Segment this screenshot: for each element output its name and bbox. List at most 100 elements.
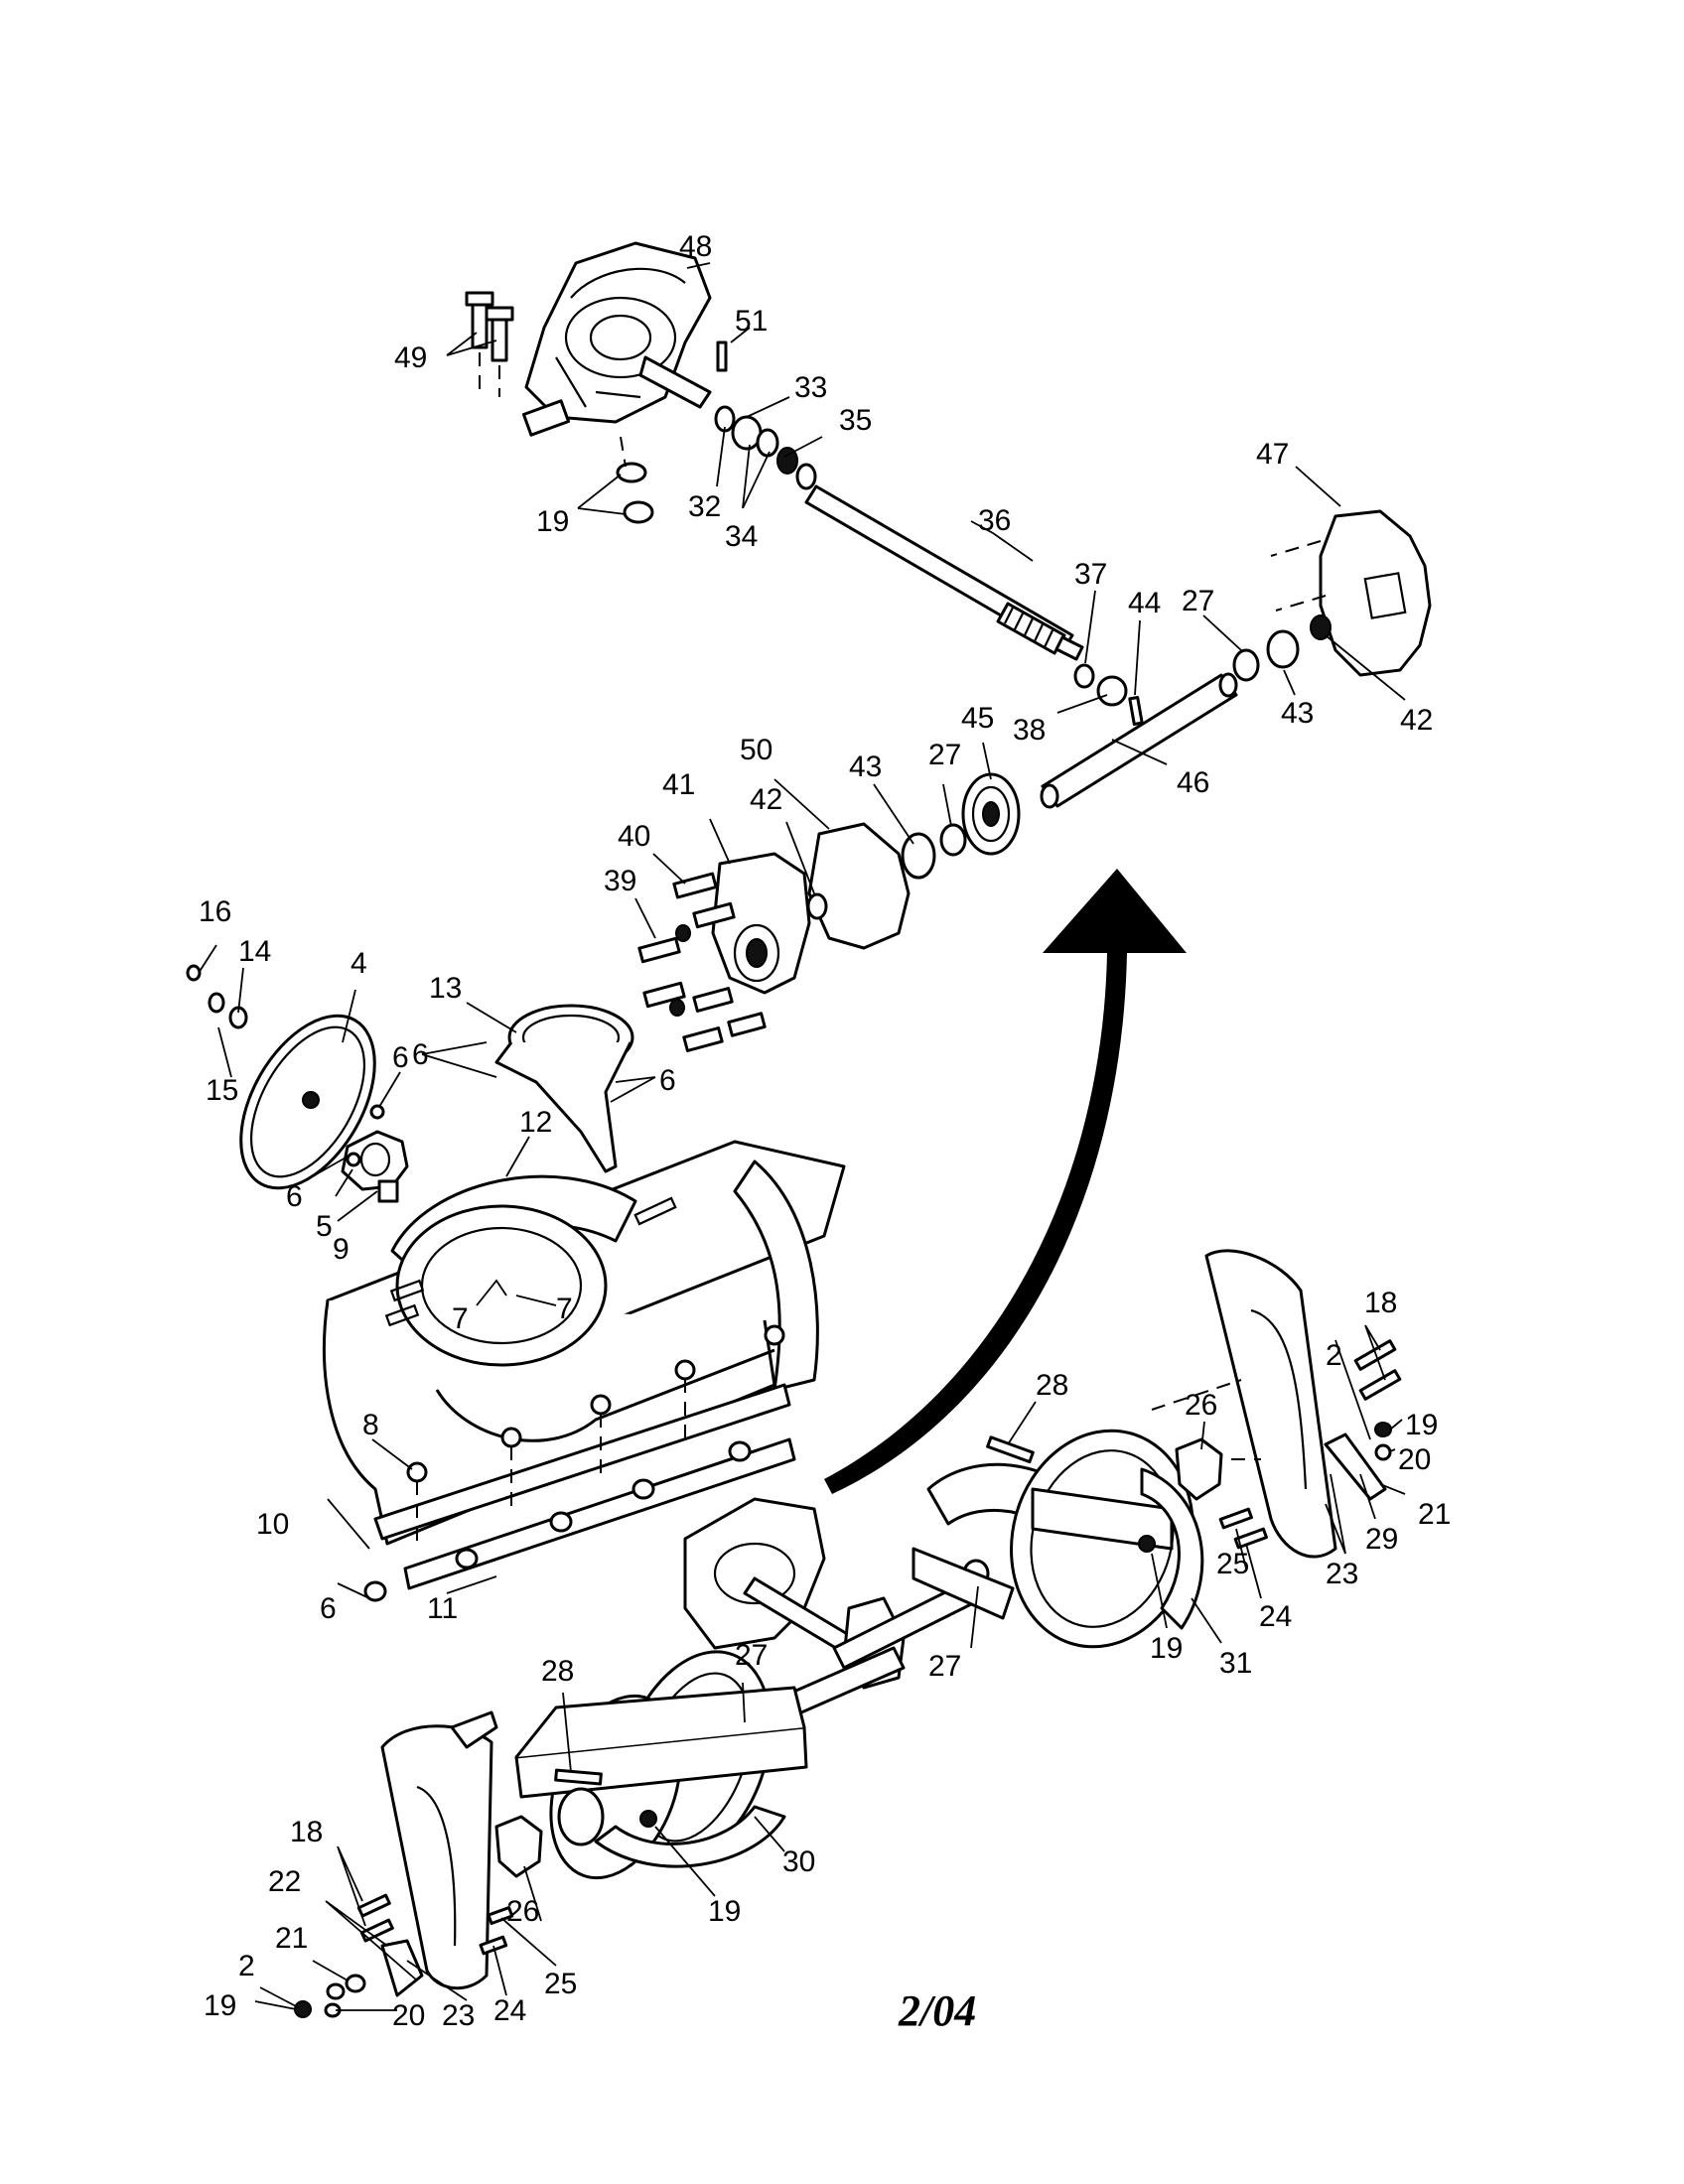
callout: 21 xyxy=(275,1922,308,1955)
callout: 7 xyxy=(452,1302,469,1335)
hardware-left-19-20-21-22-23 xyxy=(294,1939,424,2018)
callout: 28 xyxy=(1036,1369,1068,1402)
bolts-49 xyxy=(465,291,514,397)
callout: 50 xyxy=(740,734,772,766)
callout: 6 xyxy=(320,1592,337,1625)
callout: 43 xyxy=(849,751,882,783)
callout: 35 xyxy=(839,404,872,437)
shear-bolt-28-left xyxy=(554,1768,603,1786)
nut-6-b xyxy=(346,1152,361,1167)
nut-19-left-auger xyxy=(639,1810,657,1828)
pulley-4 xyxy=(239,1014,376,1190)
bearing-26-right xyxy=(1175,1437,1223,1501)
shear-bolt-28-right xyxy=(986,1435,1035,1464)
revision-date: 2/04 xyxy=(898,1986,976,2035)
callout: 49 xyxy=(394,341,427,374)
callout: 47 xyxy=(1256,438,1289,471)
callout: 25 xyxy=(544,1968,577,2000)
callout: 37 xyxy=(1074,558,1107,591)
callout: 6 xyxy=(659,1064,676,1097)
callout: 10 xyxy=(256,1508,289,1541)
callout: 41 xyxy=(662,768,695,801)
callout: 6 xyxy=(286,1180,303,1213)
callout: 9 xyxy=(333,1233,350,1266)
callout: 21 xyxy=(1418,1498,1451,1531)
callout: 18 xyxy=(290,1816,323,1848)
nut-6-a xyxy=(369,1104,385,1120)
washer-37 xyxy=(1073,663,1095,689)
worm-gear-45 xyxy=(961,772,1021,856)
nuts-19-top xyxy=(616,436,654,524)
callout: 32 xyxy=(688,490,721,523)
callout: 14 xyxy=(238,935,271,968)
callout: 39 xyxy=(604,865,636,897)
callout: 2 xyxy=(238,1950,255,1982)
nut-19-right-auger xyxy=(1138,1535,1156,1553)
callout: 6 xyxy=(412,1038,429,1071)
callout: 40 xyxy=(618,820,650,853)
callout: 42 xyxy=(1400,704,1433,737)
shaft-46 xyxy=(1040,672,1238,809)
callout: 4 xyxy=(351,947,367,980)
callout: 48 xyxy=(679,230,712,263)
nuts-6-bottom xyxy=(363,1440,752,1602)
callout: 24 xyxy=(493,1994,526,2027)
chute-adapter-13 xyxy=(494,1004,634,1173)
callout: 22 xyxy=(268,1865,301,1898)
gearbox-assembly xyxy=(683,1497,985,1739)
callout: 46 xyxy=(1177,766,1209,799)
callout: 2 xyxy=(1326,1339,1342,1372)
callout: 19 xyxy=(708,1895,741,1928)
callout: 38 xyxy=(1013,714,1046,747)
callout: 5 xyxy=(316,1210,333,1243)
gearbox-housing-41 xyxy=(711,852,811,995)
auger-30 xyxy=(514,1650,808,1880)
callout: 20 xyxy=(1398,1443,1431,1476)
leader-lines xyxy=(198,262,1406,2011)
callout: 28 xyxy=(541,1655,574,1688)
callout: 30 xyxy=(782,1845,815,1878)
bolts-24-25-right xyxy=(1218,1507,1268,1550)
bearing-26-left xyxy=(494,1815,543,1878)
callout: 43 xyxy=(1281,697,1314,730)
worm-shaft-36 xyxy=(804,484,1084,661)
callout: 51 xyxy=(735,305,768,338)
callout: 27 xyxy=(928,1650,961,1683)
callout: 13 xyxy=(429,972,462,1005)
washer-27-right xyxy=(1232,648,1260,682)
bracket-9 xyxy=(377,1179,399,1203)
auger-housing-10 xyxy=(323,1140,846,1546)
bearing-43-right xyxy=(1266,629,1300,669)
side-plate-right xyxy=(1151,1249,1337,1559)
pin-51 xyxy=(716,341,728,372)
auger-31 xyxy=(912,1429,1204,1649)
callout: 19 xyxy=(1150,1632,1183,1665)
callout: 20 xyxy=(392,1999,425,2032)
small-parts-14-15-16 xyxy=(186,964,248,1029)
gearbox-housing-48 xyxy=(521,241,712,437)
callout: 27 xyxy=(1182,585,1214,617)
callout: 12 xyxy=(519,1106,552,1139)
callout: 33 xyxy=(794,371,827,404)
callout: 11 xyxy=(427,1592,458,1625)
callout: 18 xyxy=(1364,1287,1397,1319)
callout: 19 xyxy=(1405,1409,1438,1441)
seal-42-left xyxy=(806,892,828,920)
hardware-right-19-20-21-29 xyxy=(1324,1422,1392,1501)
callout: 34 xyxy=(725,520,758,553)
callout: 15 xyxy=(206,1074,238,1107)
curved-arrow-icon xyxy=(824,869,1187,1494)
bearing-38 xyxy=(1096,675,1128,707)
bearing-43-mid xyxy=(901,832,936,880)
gearbox-cover-47 xyxy=(1270,509,1432,677)
callout: 44 xyxy=(1128,587,1161,619)
shave-plate-11 xyxy=(373,1383,796,1590)
callout: 27 xyxy=(928,739,961,771)
callout: 29 xyxy=(1365,1523,1398,1556)
key-44 xyxy=(1128,696,1144,726)
callout-labels: 48 49 51 33 35 19 32 34 36 47 37 44 27 4… xyxy=(199,230,1451,2032)
callout: 26 xyxy=(1185,1389,1217,1422)
bearing-flange-5 xyxy=(341,1130,409,1191)
callout: 7 xyxy=(556,1293,573,1325)
